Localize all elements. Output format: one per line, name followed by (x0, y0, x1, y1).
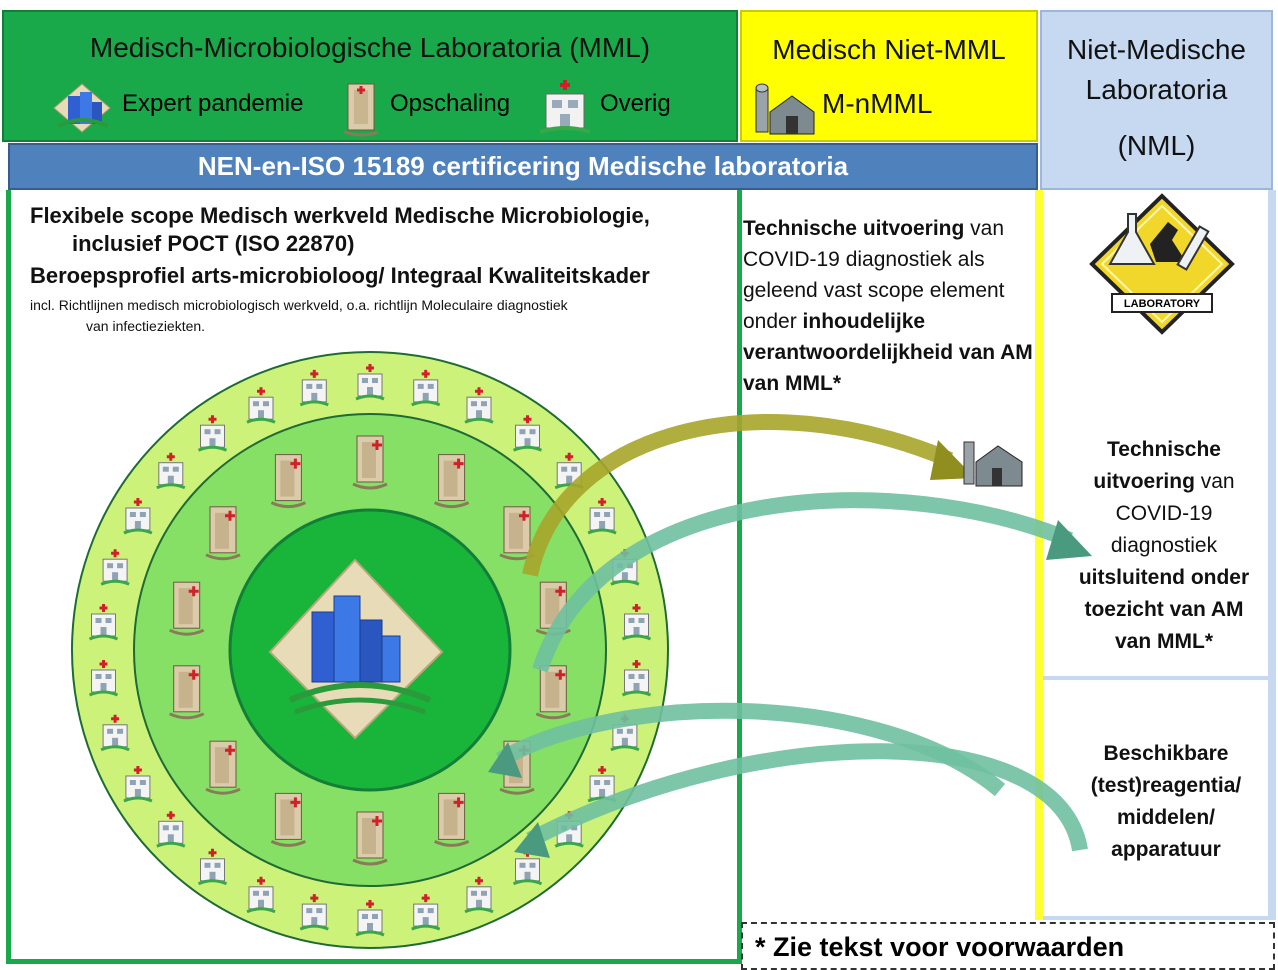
mnmml-desc-bold1: Technische uitvoering (743, 217, 965, 240)
expert-building-icon (53, 83, 111, 133)
mnmml-desc-bold2: inhoudelijke verantwoordelijkheid van AM… (743, 310, 1033, 395)
scaling-building-icon (343, 83, 379, 137)
mnmml-desc-text: van COVID-19 diagnostiek als geleend vas… (743, 217, 1005, 333)
legend-label-scaling: Opschaling (390, 90, 511, 117)
hospital-icon (539, 80, 591, 134)
nml-title-line1: Niet-Medische (1067, 34, 1246, 65)
scaling-building-icon (168, 664, 206, 720)
legend-label-expert: Expert pandemie (122, 90, 304, 117)
scaling-building-icon (433, 791, 471, 847)
mml-column (6, 190, 742, 964)
mnmml-subtitle: M-nMML (822, 88, 933, 119)
laboratory-logo-text: LABORATORY (1123, 298, 1201, 310)
arrow-to-mnmml (522, 414, 954, 577)
nml-header: Niet-Medische Laboratoria (NML) (1040, 10, 1273, 190)
arrow-to-nml (532, 492, 1074, 673)
laboratory-logo-icon (1089, 193, 1235, 335)
mml-title: Medisch-Microbiologische Laboratoria (MM… (89, 32, 651, 63)
mml-header: Medisch-Microbiologische Laboratoria (MM… (2, 10, 738, 142)
nml-column-border (1268, 190, 1276, 920)
mnmml-title: Medisch Niet-MML (772, 34, 1006, 65)
barn-icon-small (963, 441, 1023, 487)
scope-line2: inclusief POCT (ISO 22870) (72, 231, 355, 256)
barn-icon (755, 83, 815, 135)
nml-desc-bold2: uitsluitend onder toezicht van AM van MM… (1078, 566, 1250, 653)
arrow-resources-to-outer (526, 743, 1088, 852)
scaling-building-icon (351, 434, 389, 490)
nml-title-line2: Laboratoria (1085, 74, 1228, 105)
nml-desc-text: van COVID-19 diagnostiek (1110, 470, 1235, 557)
mnmml-header: Medisch Niet-MML M-nMML (740, 10, 1038, 142)
note-line2: van infectieziekten. (86, 318, 206, 334)
scaling-building-icon (269, 791, 307, 847)
arrow-head-resources-middle (488, 742, 522, 778)
arrow-head-nml (1046, 520, 1092, 560)
scaling-building-icon (351, 810, 389, 866)
iso-certification-banner: NEN-en-ISO 15189 certificering Medische … (8, 143, 1038, 190)
scaling-building-icon (534, 664, 572, 720)
footnote: * Zie tekst voor voorwaarden (741, 922, 1275, 970)
arrow-head-resources-outer (514, 822, 550, 858)
nml-desc-bold1: Technische uitvoering (1093, 438, 1221, 493)
central-expert-building-icon (268, 558, 444, 740)
nml-title-line3: (NML) (1117, 130, 1196, 161)
profile-text: Beroepsprofiel arts-microbioloog/ Integr… (30, 263, 650, 288)
scaling-building-icon (168, 580, 206, 636)
note-line1: incl. Richtlijnen medisch microbiologisc… (30, 297, 568, 313)
scaling-building-icon (204, 739, 242, 795)
scope-line1: Flexibele scope Medisch werkveld Medisch… (30, 203, 650, 228)
nml-bottom-border (1043, 916, 1273, 920)
mnmml-description: Technische uitvoering van COVID-19 diagn… (743, 213, 1033, 399)
nml-description: Technische uitvoering van COVID-19 diagn… (1064, 434, 1264, 658)
scaling-building-icon (433, 453, 471, 509)
scaling-building-icon (269, 453, 307, 509)
legend-label-other: Overig (600, 90, 671, 117)
mnmml-column-border (1035, 190, 1043, 920)
scaling-building-icon (204, 505, 242, 561)
resources-text: Beschikbare (test)reagentia/ middelen/ a… (1090, 742, 1242, 861)
nml-divider (1043, 676, 1269, 680)
